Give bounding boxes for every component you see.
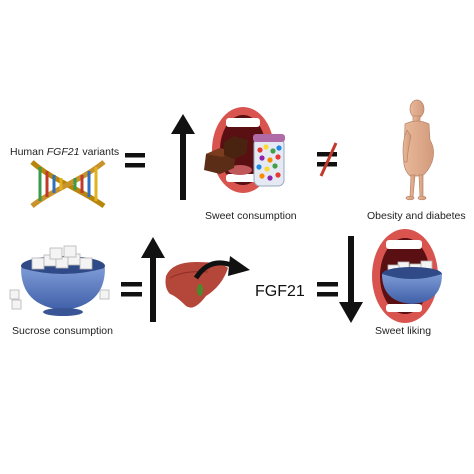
curved-arrow-icon (193, 256, 250, 280)
equals-sign (317, 282, 338, 297)
sugar-bowl-icon (9, 245, 110, 316)
liver-icon (165, 262, 228, 308)
sweet-liking-label: Sweet liking (375, 325, 432, 337)
human-suffix: variants (79, 146, 120, 158)
up-arrow-icon (171, 114, 195, 200)
mouth-eating-sweets-icon (204, 107, 285, 193)
dna-icon (30, 160, 106, 209)
obese-person-icon (402, 99, 434, 201)
down-arrow-icon (339, 236, 363, 323)
sweet-consumption-label: Sweet consumption (205, 210, 297, 222)
up-arrow-icon (141, 237, 165, 322)
fgf21-label: FGF21 (255, 283, 305, 300)
human-fgf21-variants-label: Human FGF21 variants (10, 146, 119, 158)
obesity-and-diabetes-label: Obesity and diabetes (367, 210, 466, 222)
equals-sign (121, 282, 142, 297)
fgf21-gene-name: FGF21 (46, 146, 80, 158)
mouth-sugar-bowl-icon (372, 229, 442, 323)
not-equal-sign (317, 142, 338, 177)
sucrose-consumption-label: Sucrose consumption (12, 325, 113, 337)
human-prefix: Human (10, 146, 47, 158)
equals-sign (125, 153, 145, 168)
